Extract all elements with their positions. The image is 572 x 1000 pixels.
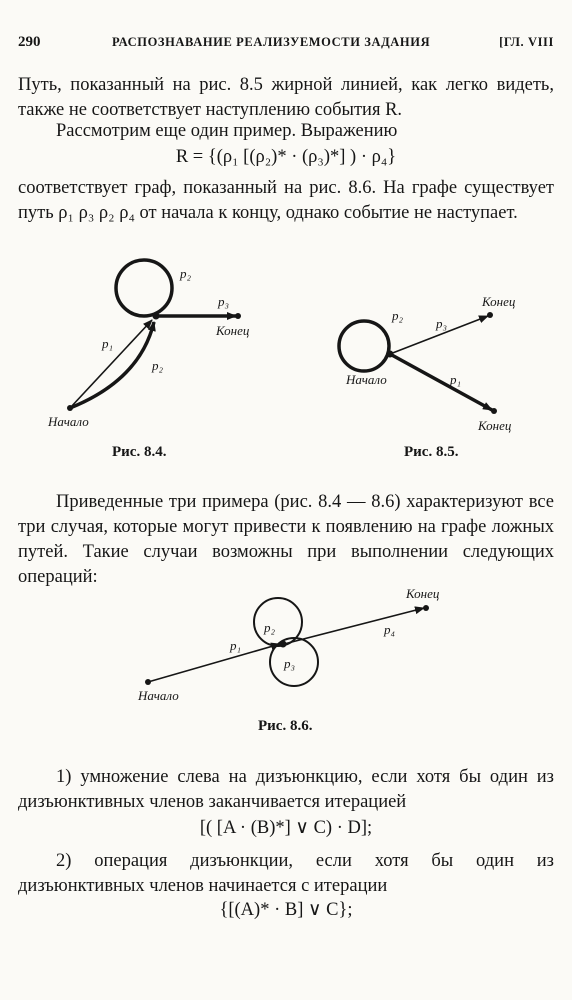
caption-8-6: Рис. 8.6. bbox=[258, 718, 313, 734]
page-number: 290 bbox=[18, 34, 41, 50]
figure-8-5: p₂ p₃ Конец Начало p₁ Конец bbox=[337, 294, 516, 433]
label-p1: p₁ bbox=[101, 336, 113, 351]
paragraph-4: Приведенные три примера (рис. 8.4 — 8.6)… bbox=[18, 492, 554, 587]
formula-3: {[(A)* · B] ∨ C}; bbox=[219, 900, 353, 920]
edge-p1-bold bbox=[389, 352, 493, 412]
edge-p3 bbox=[389, 315, 489, 355]
loop-p2 bbox=[337, 319, 391, 373]
label-p2-loop: p₂ bbox=[179, 266, 192, 281]
page-header: 290 РАСПОЗНАВАНИЕ РЕАЛИЗУЕМОСТИ ЗАДАНИЯ … bbox=[18, 34, 554, 54]
node-start bbox=[67, 405, 73, 411]
label-start: Начало bbox=[137, 688, 179, 703]
label-start: Начало bbox=[47, 414, 89, 429]
label-start: Начало bbox=[345, 372, 387, 387]
edge-p1 bbox=[147, 642, 281, 683]
formula-2: [( [A · (B)*] ∨ C) · D]; bbox=[199, 818, 373, 838]
label-p3: p₃ bbox=[283, 656, 295, 671]
figure-8-4: p₂ p₃ Конец p₁ p₂ Начало bbox=[47, 258, 250, 429]
caption-8-5: Рис. 8.5. bbox=[404, 444, 459, 460]
node-center bbox=[279, 640, 287, 648]
node-start bbox=[145, 679, 151, 685]
label-end-top: Конец bbox=[481, 294, 516, 309]
node-center bbox=[152, 312, 160, 320]
loop-p2 bbox=[114, 258, 174, 318]
node-end-top bbox=[487, 312, 493, 318]
label-p2-edge: p₂ bbox=[151, 358, 164, 373]
loop-p3 bbox=[269, 637, 319, 687]
figure-8-6: p₂ p₃ p₁ p₄ Конец Начало bbox=[137, 586, 440, 703]
label-p1: p₁ bbox=[449, 372, 461, 387]
caption-8-4: Рис. 8.4. bbox=[112, 444, 167, 460]
chapter-label: [ГЛ. VIII bbox=[499, 35, 554, 49]
node-end-bottom bbox=[491, 408, 497, 414]
edge-p4 bbox=[283, 606, 425, 645]
formula-r: R = {(ρ₁ [(ρ₂)* · (ρ₃)*] ) · ρ₄} bbox=[175, 147, 397, 167]
edge-p2-bold bbox=[69, 321, 156, 410]
label-p1: p₁ bbox=[229, 638, 241, 653]
label-p2: p₂ bbox=[391, 308, 404, 323]
paragraph-1: Путь, показанный на рис. 8.5 жирной лини… bbox=[18, 75, 554, 120]
label-p3: p₃ bbox=[217, 294, 229, 309]
paragraph-2: Рассмотрим еще один пример. Выражению bbox=[56, 121, 398, 141]
node-end bbox=[235, 313, 241, 319]
node-start bbox=[386, 350, 394, 358]
label-p3: p₃ bbox=[435, 316, 447, 331]
label-p2: p₂ bbox=[263, 620, 276, 635]
edge-p1 bbox=[69, 319, 153, 409]
label-p4: p₄ bbox=[383, 622, 396, 637]
paragraph-3: соответствует граф, показанный на рис. 8… bbox=[18, 178, 554, 223]
label-end: Конец bbox=[405, 586, 440, 601]
running-title: РАСПОЗНАВАНИЕ РЕАЛИЗУЕМОСТИ ЗАДАНИЯ bbox=[112, 35, 431, 49]
list-item-1: 1) умножение слева на дизъюнкцию, если х… bbox=[18, 767, 554, 812]
list-item-2: 2) операция дизъюнкции, если хотя бы оди… bbox=[18, 851, 554, 896]
node-end bbox=[423, 605, 429, 611]
label-end: Конец bbox=[215, 323, 250, 338]
label-end-bottom: Конец bbox=[477, 418, 512, 433]
